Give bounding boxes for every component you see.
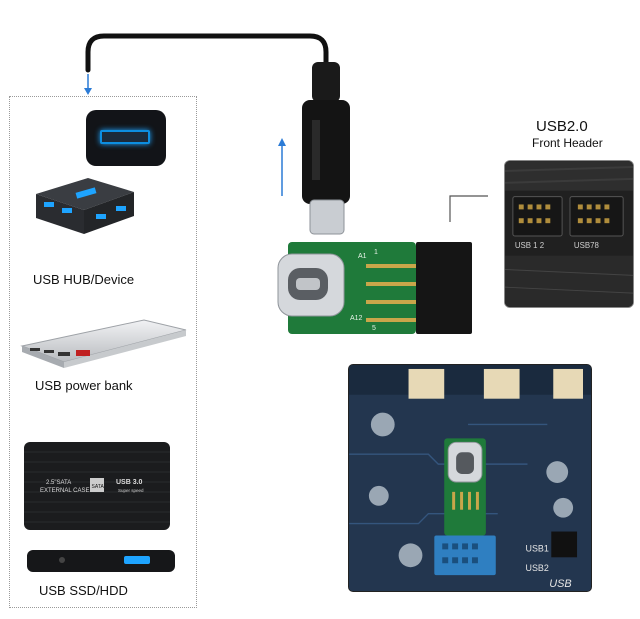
type-c-metal-plug bbox=[309, 199, 345, 235]
usb-cable bbox=[85, 33, 329, 73]
mb-label-usb1: USB1 bbox=[526, 543, 549, 553]
ssd-usb3-sub: Super speed bbox=[118, 488, 144, 493]
adapter-board-image: A1 A12 5 1 bbox=[277, 242, 472, 334]
ssd-case-line2: EXTERNAL CASE bbox=[40, 488, 89, 494]
mb-label-usb: USB bbox=[549, 578, 571, 590]
header-pin-label-right: USB78 bbox=[574, 241, 600, 250]
header-pin-label-left: USB 1 2 bbox=[515, 241, 544, 250]
ssd-case-image: 2.5"SATA EXTERNAL CASE SATA USB 3.0 Supe… bbox=[24, 442, 170, 530]
adapter-pin-5: 5 bbox=[372, 325, 376, 332]
front-header-photo: USB 1 2 USB78 bbox=[504, 160, 634, 308]
usb-a-port-icon bbox=[100, 130, 150, 144]
cable-strain-relief bbox=[312, 62, 340, 102]
usb-hub-image bbox=[36, 178, 134, 234]
ssd-drive-image bbox=[27, 550, 175, 572]
usb-port-zoom bbox=[86, 110, 166, 166]
adapter-pin-a1: A1 bbox=[358, 253, 367, 260]
type-c-connector-body bbox=[302, 100, 350, 204]
usb-header-subtitle: Front Header bbox=[532, 136, 603, 150]
mb-label-usb2: USB2 bbox=[526, 563, 549, 573]
ssd-sata-badge: SATA bbox=[92, 484, 105, 490]
adapter-pin-a12: A12 bbox=[350, 315, 363, 322]
power-bank-label: USB power bank bbox=[35, 378, 133, 393]
callout-line bbox=[449, 195, 488, 222]
adapter-pin-1: 1 bbox=[374, 249, 378, 256]
device-panel bbox=[9, 96, 197, 608]
ssd-usb3-badge: USB 3.0 bbox=[116, 479, 143, 486]
ssd-case-line1: 2.5"SATA bbox=[46, 480, 71, 486]
ssd-label: USB SSD/HDD bbox=[39, 583, 128, 598]
motherboard-photo: USB1 USB2 USB bbox=[348, 364, 592, 592]
usb-header-title: USB2.0 bbox=[536, 118, 588, 135]
usb-hub-label: USB HUB/Device bbox=[33, 272, 135, 287]
power-bank-image bbox=[20, 319, 187, 368]
